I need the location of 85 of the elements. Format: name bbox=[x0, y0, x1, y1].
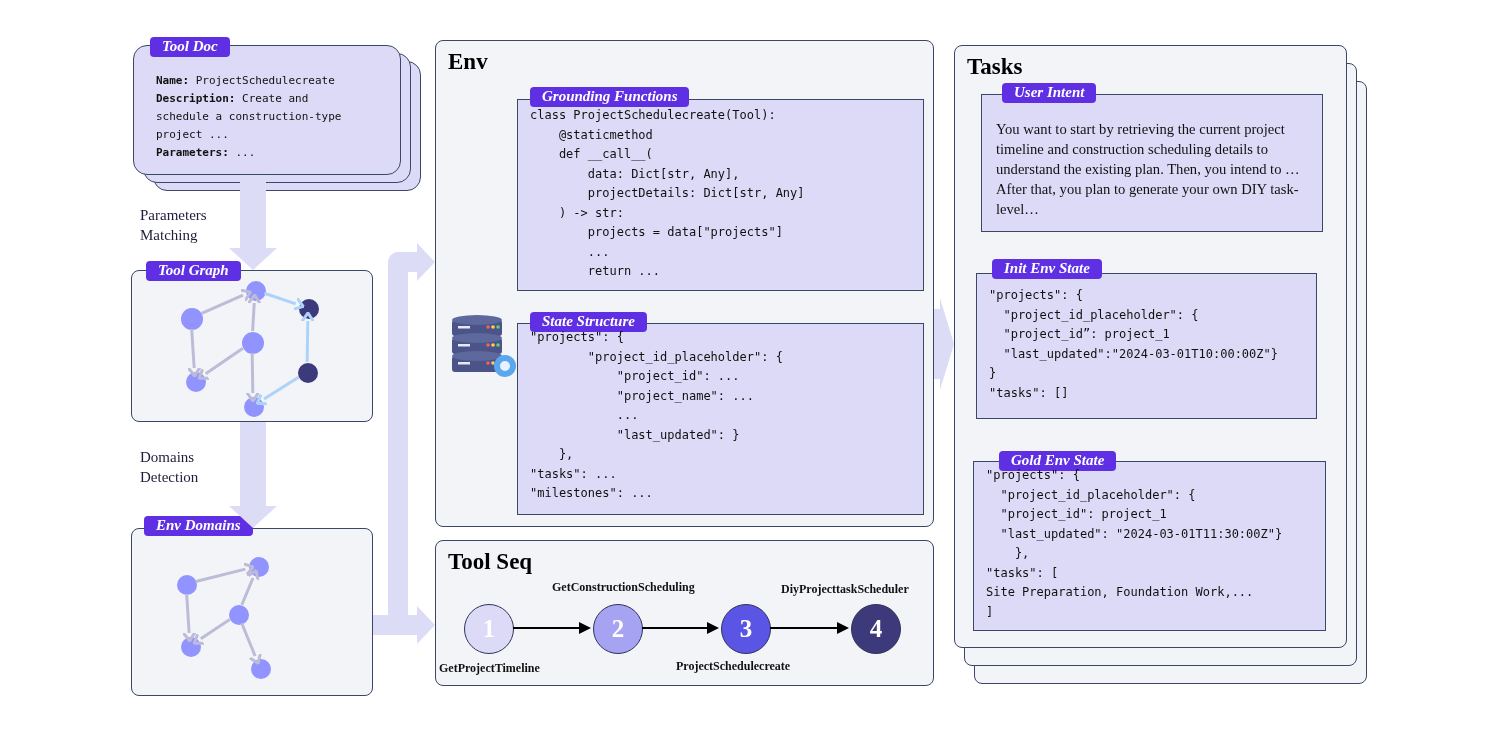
doc-text: Name: ProjectSchedulecreate bbox=[156, 73, 336, 89]
edge-label: Parameters Matching bbox=[140, 206, 208, 245]
arrow bbox=[195, 562, 255, 584]
code-line: "tasks": [ bbox=[986, 564, 1059, 582]
code-line: "project_id": ... bbox=[615, 368, 740, 385]
arrow bbox=[197, 346, 244, 380]
section-panel bbox=[954, 45, 1347, 648]
code-line: "last_updated": } bbox=[615, 426, 740, 444]
arrow bbox=[245, 352, 260, 403]
code-line: return ... bbox=[586, 263, 661, 280]
tool-name-label: GetConstructionScheduling bbox=[552, 580, 695, 595]
step-number: 2 bbox=[611, 615, 625, 643]
code-line: "project_id_placeholder": { bbox=[1002, 306, 1199, 324]
arrow bbox=[769, 622, 849, 634]
code-line: "tasks": ... bbox=[530, 465, 617, 483]
flow-arrow bbox=[934, 298, 954, 390]
arrow bbox=[247, 293, 262, 332]
code-line: projects = data["projects"] bbox=[586, 224, 783, 241]
code-line: "project_name": ... bbox=[615, 387, 754, 405]
step-circle bbox=[721, 604, 771, 654]
code-line: "last_updated":"2024-03-01T10:00:00Z"} bbox=[1002, 345, 1278, 363]
code-line: data: Dict[str, Any], bbox=[586, 165, 740, 183]
code-line: ... bbox=[615, 407, 639, 424]
code-line: "project_id”: project_1 bbox=[1002, 326, 1170, 343]
code-line: def __call__( bbox=[557, 146, 653, 163]
graph-node-circle bbox=[177, 575, 197, 595]
code-line: "project_id_placeholder": { bbox=[586, 348, 783, 366]
graph-node-circle bbox=[181, 308, 203, 330]
code-line: Site Preparation, Foundation Work,... bbox=[986, 584, 1254, 601]
code-line: @staticmethod bbox=[557, 126, 653, 144]
code-line: }, bbox=[1013, 545, 1030, 562]
section-tab: Env Domains bbox=[144, 516, 253, 536]
graph-node-circle bbox=[251, 659, 271, 679]
code-line: }, bbox=[557, 446, 574, 463]
section-title: Tasks bbox=[967, 54, 1023, 80]
edge-label: Domains Detection bbox=[140, 448, 200, 487]
code-line: "project_id_placeholder": { bbox=[999, 486, 1196, 504]
arrow bbox=[240, 569, 260, 606]
arrow bbox=[192, 618, 231, 645]
graph-node-circle bbox=[229, 605, 249, 625]
step-circle bbox=[593, 604, 643, 654]
intent-text: You want to start by retrieving the current project timeline and construction scheduling details to understand the existing plan. Then, you intend to … After that, you plan to generate your own DIY task-level… bbox=[996, 120, 1301, 219]
code-line: ) -> str: bbox=[557, 204, 624, 222]
code-line: "tasks": [] bbox=[989, 384, 1069, 402]
code-line: "milestones": ... bbox=[530, 485, 653, 502]
section-panel bbox=[435, 540, 934, 686]
step-circle bbox=[851, 604, 901, 654]
section-title: Env bbox=[448, 49, 488, 75]
arrow bbox=[200, 288, 252, 315]
tool-name-label: GetProjectTimeline bbox=[439, 661, 540, 676]
code-line: "projects": { bbox=[530, 329, 624, 346]
step-circle bbox=[464, 604, 514, 654]
step-number: 4 bbox=[869, 615, 883, 643]
arrow bbox=[240, 622, 262, 665]
section-tab: Tool Doc bbox=[150, 37, 230, 57]
code-line: } bbox=[989, 365, 997, 382]
code-line: "projects": { bbox=[989, 287, 1083, 304]
graph-node-circle bbox=[242, 332, 264, 354]
code-line: class ProjectSchedulecreate(Tool): bbox=[530, 107, 776, 124]
arrow bbox=[300, 311, 315, 363]
step-number: 3 bbox=[739, 615, 753, 643]
section-tab: Tool Graph bbox=[146, 261, 241, 281]
section-tab: Grounding Functions bbox=[530, 87, 690, 107]
code-line: ] bbox=[986, 603, 994, 621]
section-panel bbox=[435, 40, 934, 527]
code-line: "project_id": project_1 bbox=[999, 506, 1167, 523]
code-line: "last_updated": "2024-03-01T11:30:00Z"} bbox=[999, 525, 1283, 543]
section-tab: User Intent bbox=[1002, 83, 1097, 103]
code-line: ... bbox=[586, 243, 610, 261]
doc-text: Parameters: ... bbox=[156, 145, 257, 161]
arrow bbox=[255, 376, 300, 406]
arrow bbox=[641, 622, 719, 634]
tool-name-label: ProjectSchedulecreate bbox=[676, 659, 791, 674]
code-line: projectDetails: Dict[str, Any] bbox=[586, 185, 805, 202]
graph-node-circle bbox=[298, 363, 318, 383]
arrow bbox=[264, 291, 305, 311]
flow-arrow bbox=[229, 422, 277, 528]
section-tab: Init Env State bbox=[992, 259, 1102, 279]
arrow bbox=[182, 593, 197, 643]
tool-name-label: DiyProjecttaskScheduler bbox=[781, 582, 909, 597]
doc-text: Description: Create and schedule a construction-type project ... bbox=[156, 91, 343, 143]
arrow bbox=[187, 328, 202, 378]
section-tab: State Structure bbox=[530, 312, 647, 332]
section-title: Tool Seq bbox=[448, 549, 533, 575]
arrow bbox=[512, 622, 591, 634]
